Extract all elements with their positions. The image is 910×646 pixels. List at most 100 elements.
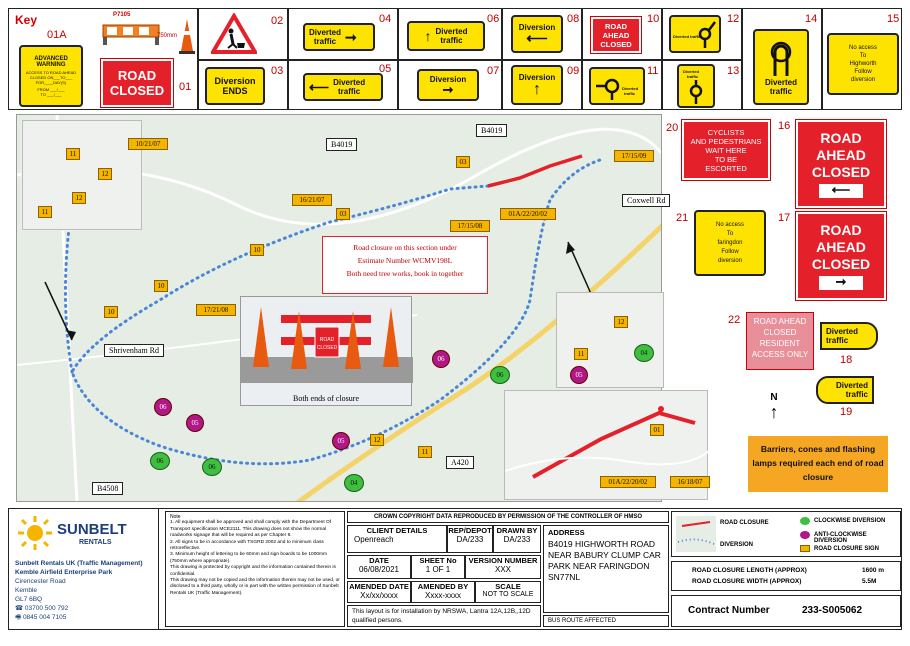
closure-note: Road closure on this section under Estim… (322, 236, 488, 294)
legend-anti-clockwise-icon (800, 531, 810, 539)
roundabout-right-sign: Diverted traffic (669, 15, 721, 53)
contract-panel: Contract Number 233-S005062 (671, 595, 901, 627)
sun-icon (18, 516, 52, 550)
svg-text:ROAD: ROAD (320, 337, 335, 343)
road-label-b4508: B4508 (92, 482, 124, 495)
map-marker-12: 12 (614, 316, 628, 328)
sign-number-01: 01 (179, 81, 192, 93)
anti-clockwise-marker: 06 (154, 398, 172, 416)
roundabout-icon: Diverted traffic (683, 69, 703, 104)
road-label-a420: A420 (446, 456, 474, 469)
roundabout-ahead-sign: Diverted traffic (677, 64, 715, 108)
key-cell-13: Diverted traffic 13 (662, 60, 742, 110)
key-cell-08: Diversion ⟵ 08 (502, 8, 582, 60)
diversion-right-sign: Diversion ➞ (417, 69, 479, 101)
diverted-traffic-chevron-left-sign: Diverted traffic (816, 376, 874, 404)
company-address: Sunbelt Rentals UK (Traffic Management) … (15, 560, 143, 621)
sign-number-02: 02 (271, 15, 284, 27)
address-cell: ADDRESS B4019 HIGHWORTH ROAD NEAR BABURY… (543, 525, 669, 613)
callout-17-15-09: 17/15/09 (614, 150, 654, 162)
clockwise-marker: 06 (490, 366, 510, 384)
map-marker-01: 01 (650, 424, 664, 436)
sign-number-04: 04 (379, 13, 392, 25)
key-cell-09: Diversion ↑ 09 (502, 60, 582, 110)
callout-17-21-08: 17/21/08 (196, 304, 236, 316)
sign-number-12: 12 (727, 13, 740, 25)
svg-text:Diverted: Diverted (622, 86, 639, 91)
sign-number-10: 10 (647, 13, 660, 25)
sign-number-07: 07 (487, 65, 500, 77)
map-marker-11: 11 (418, 446, 432, 458)
arrow-up-icon: ↑ (533, 80, 541, 98)
clockwise-marker: 06 (150, 452, 170, 470)
barrier-photo-icon: ROAD CLOSED (241, 307, 413, 383)
clockwise-marker: 06 (202, 458, 222, 476)
sign-number-18: 18 (840, 354, 853, 366)
sign-number-06: 06 (487, 13, 500, 25)
clockwise-marker: 04 (344, 474, 364, 492)
legend-map-thumb (676, 516, 716, 552)
arrow-left-icon: ⟵ (526, 29, 548, 47)
key-cell-07: Diversion ➞ 07 (398, 60, 502, 110)
sign-number-08: 08 (567, 13, 580, 25)
callout-17-15-08: 17/15/08 (450, 220, 490, 232)
bus-route-cell: BUS ROUTE AFFECTED (543, 615, 669, 627)
layout-note: This layout is for installation by NRSWA… (347, 605, 541, 627)
key-cell-01: Key 01A ADVANCED WARNING ACCESS TO ROAD … (8, 8, 198, 110)
roundabout-left-sign: Diverted traffic (589, 67, 645, 105)
arrow-right-icon: ➞ (819, 275, 863, 290)
callout-16-21-07: 16/21/07 (292, 194, 332, 206)
barrier-icon (102, 24, 160, 45)
road-label-b4019-a: B4019 (326, 138, 358, 151)
title-block: SUNBELT RENTALS Sunbelt Rentals UK (Traf… (8, 508, 902, 630)
map-marker-10: 10 (250, 244, 264, 256)
sign-number-05: 05 (379, 63, 392, 75)
road-ahead-closed-left-sign: ROAD AHEAD CLOSED ⟵ (795, 119, 887, 209)
road-label-b4019-b: B4019 (476, 124, 508, 137)
version-cell: VERSION NUMBER XXX (465, 555, 541, 579)
arrow-right-icon: ➞ (345, 28, 357, 45)
svg-text:CLOSED: CLOSED (317, 345, 338, 351)
legend-panel: ROAD CLOSURE DIVERSION CLOCKWISE DIVERSI… (671, 511, 901, 557)
callout-01a-22-20-02: 01A/22/20/02 (600, 476, 656, 488)
diverted-traffic-chevron-right-sign: Diverted traffic (820, 322, 878, 350)
north-arrow: N ↑ (764, 392, 784, 434)
map-marker-10: 10 (104, 306, 118, 318)
sign-number-09: 09 (567, 65, 580, 77)
scale-cell: SCALE NOT TO SCALE (475, 581, 541, 603)
callout-10-21-07: 10/21/07 (128, 138, 168, 150)
anti-clockwise-marker: 05 (332, 432, 350, 450)
svg-text:Diverted: Diverted (683, 69, 700, 74)
key-code: 01A (47, 29, 67, 41)
key-cell-15: No access To Highworth Follow diversion … (822, 8, 902, 110)
legend-sign-icon (800, 545, 810, 552)
arrow-right-icon: ➞ (442, 81, 454, 97)
road-closed-sign-01: ROAD CLOSED (100, 58, 174, 108)
cone-size: 750mm (157, 33, 178, 39)
sheet-cell: SHEET No 1 OF 1 (411, 555, 465, 579)
sign-number-20: 20 (666, 122, 679, 134)
arrow-left-icon: ⟵ (309, 78, 330, 95)
notes-panel: Note 1. All equipment shall be approved … (165, 511, 345, 627)
map-marker-12: 12 (72, 192, 86, 204)
map-marker-10: 10 (154, 280, 168, 292)
crown-copyright: CROWN COPYRIGHT DATA REPRODUCED BY PERMI… (347, 511, 669, 523)
sign-number-11: 11 (647, 65, 659, 77)
closure-inset-line (504, 406, 710, 479)
key-cell-11: Diverted traffic 11 (582, 60, 662, 110)
road-label-coxwell: Coxwell Rd (622, 194, 671, 207)
road-label-shrivenham: Shrivenham Rd (104, 344, 164, 357)
sign-number-19: 19 (840, 406, 853, 418)
u-turn-diverted-traffic-sign: Diverted traffic (753, 29, 809, 105)
anti-clockwise-marker: 06 (432, 350, 450, 368)
key-cell-02: 02 (198, 8, 288, 60)
svg-text:Diverted traffic: Diverted traffic (673, 34, 702, 39)
map-marker-12: 12 (370, 434, 384, 446)
resident-access-sign: ROAD AHEAD CLOSED RESIDENT ACCESS ONLY (746, 312, 814, 370)
anti-clockwise-marker: 05 (570, 366, 588, 384)
cyclists-pedestrians-sign: CYCLISTS AND PEDESTRIANS WAIT HERE TO BE… (681, 119, 771, 181)
